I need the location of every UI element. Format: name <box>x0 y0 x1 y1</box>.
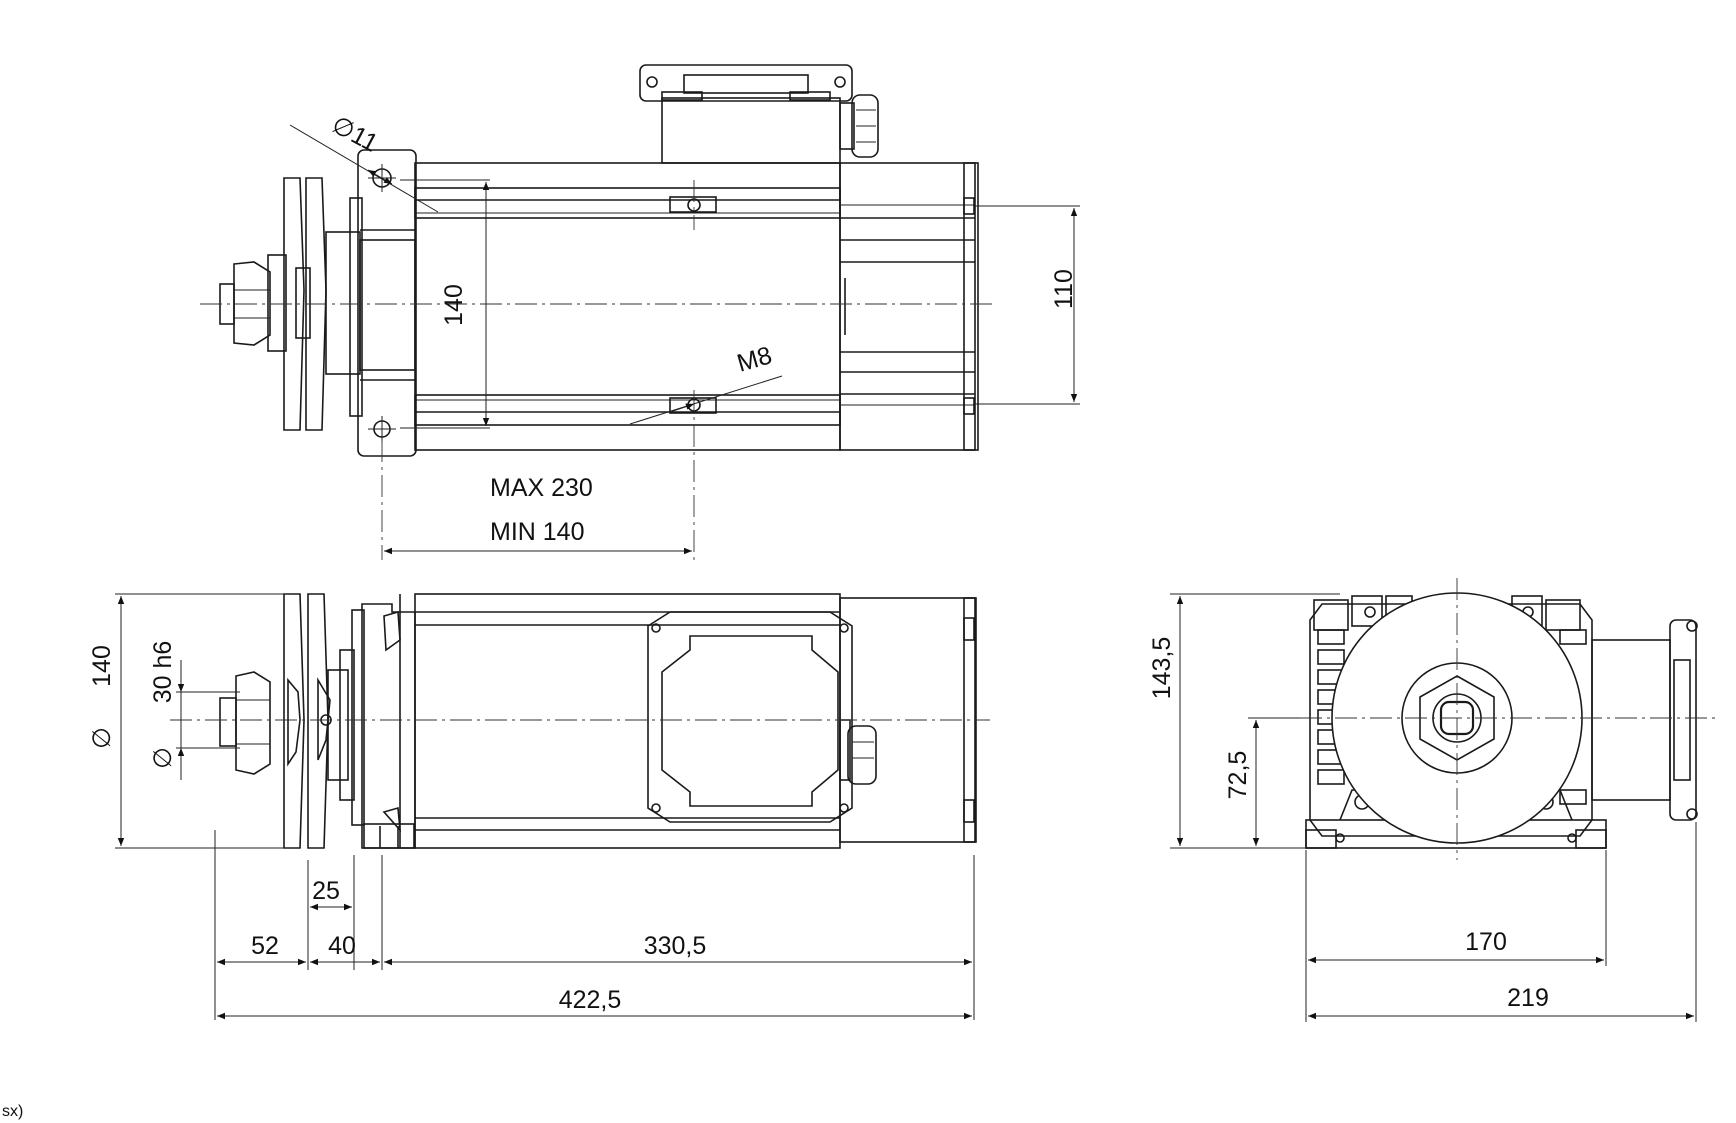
hex-nut <box>233 261 271 346</box>
flange <box>357 149 417 457</box>
terminal-lid-recess <box>683 74 809 94</box>
motor-body <box>414 162 841 451</box>
dim-height-140: 140 <box>440 284 468 326</box>
terminal-box-end <box>1591 639 1671 801</box>
dim-143: 143,5 <box>1148 637 1176 700</box>
cable-gland <box>851 94 879 158</box>
mounting-plate <box>647 611 853 823</box>
dim-110: 110 <box>1050 269 1078 309</box>
dim-40: 40 <box>328 932 356 960</box>
pulley-disc-side <box>283 593 305 849</box>
dim-422: 422,5 <box>559 986 622 1014</box>
slot <box>669 196 717 213</box>
dim-219: 219 <box>1507 984 1549 1012</box>
dim-72: 72,5 <box>1224 751 1252 800</box>
thread-label: M8 <box>734 341 775 377</box>
hex-nut-side <box>235 671 271 775</box>
foot-side <box>363 823 415 849</box>
screw-icon <box>834 76 846 88</box>
flange-side <box>361 603 416 849</box>
top-view: ∅11 140 110 M8 MAX 230 MIN 140 <box>200 64 1080 560</box>
dim-dia-140: 140 <box>88 645 116 687</box>
cable-gland-side <box>847 725 877 785</box>
screw-icon <box>646 76 658 88</box>
dim-shaft: 30 h6 <box>149 641 177 704</box>
dia-symbol: ∅ <box>88 727 116 749</box>
dim-min: MIN 140 <box>490 518 584 546</box>
dim-170: 170 <box>1465 928 1507 956</box>
corner-note: sx) <box>2 1103 23 1120</box>
side-view: 140 ∅ 30 h6 ∅ 25 52 40 330,5 422,5 <box>88 593 990 1020</box>
dim-max: MAX 230 <box>490 474 593 502</box>
end-view: 143,5 72,5 170 219 <box>1148 578 1715 1022</box>
housing <box>1309 603 1593 837</box>
terminal-box-lid <box>639 64 853 102</box>
dim-25: 25 <box>312 877 340 905</box>
slot <box>669 397 717 414</box>
terminal-box <box>661 97 841 164</box>
pulley-disc <box>305 177 327 431</box>
motor-body-side <box>414 593 841 849</box>
dim-52: 52 <box>251 932 279 960</box>
pulley-disc <box>283 177 305 431</box>
rear-cover <box>839 162 976 451</box>
dia-symbol-shaft: ∅ <box>149 747 177 769</box>
dim-330: 330,5 <box>644 932 707 960</box>
